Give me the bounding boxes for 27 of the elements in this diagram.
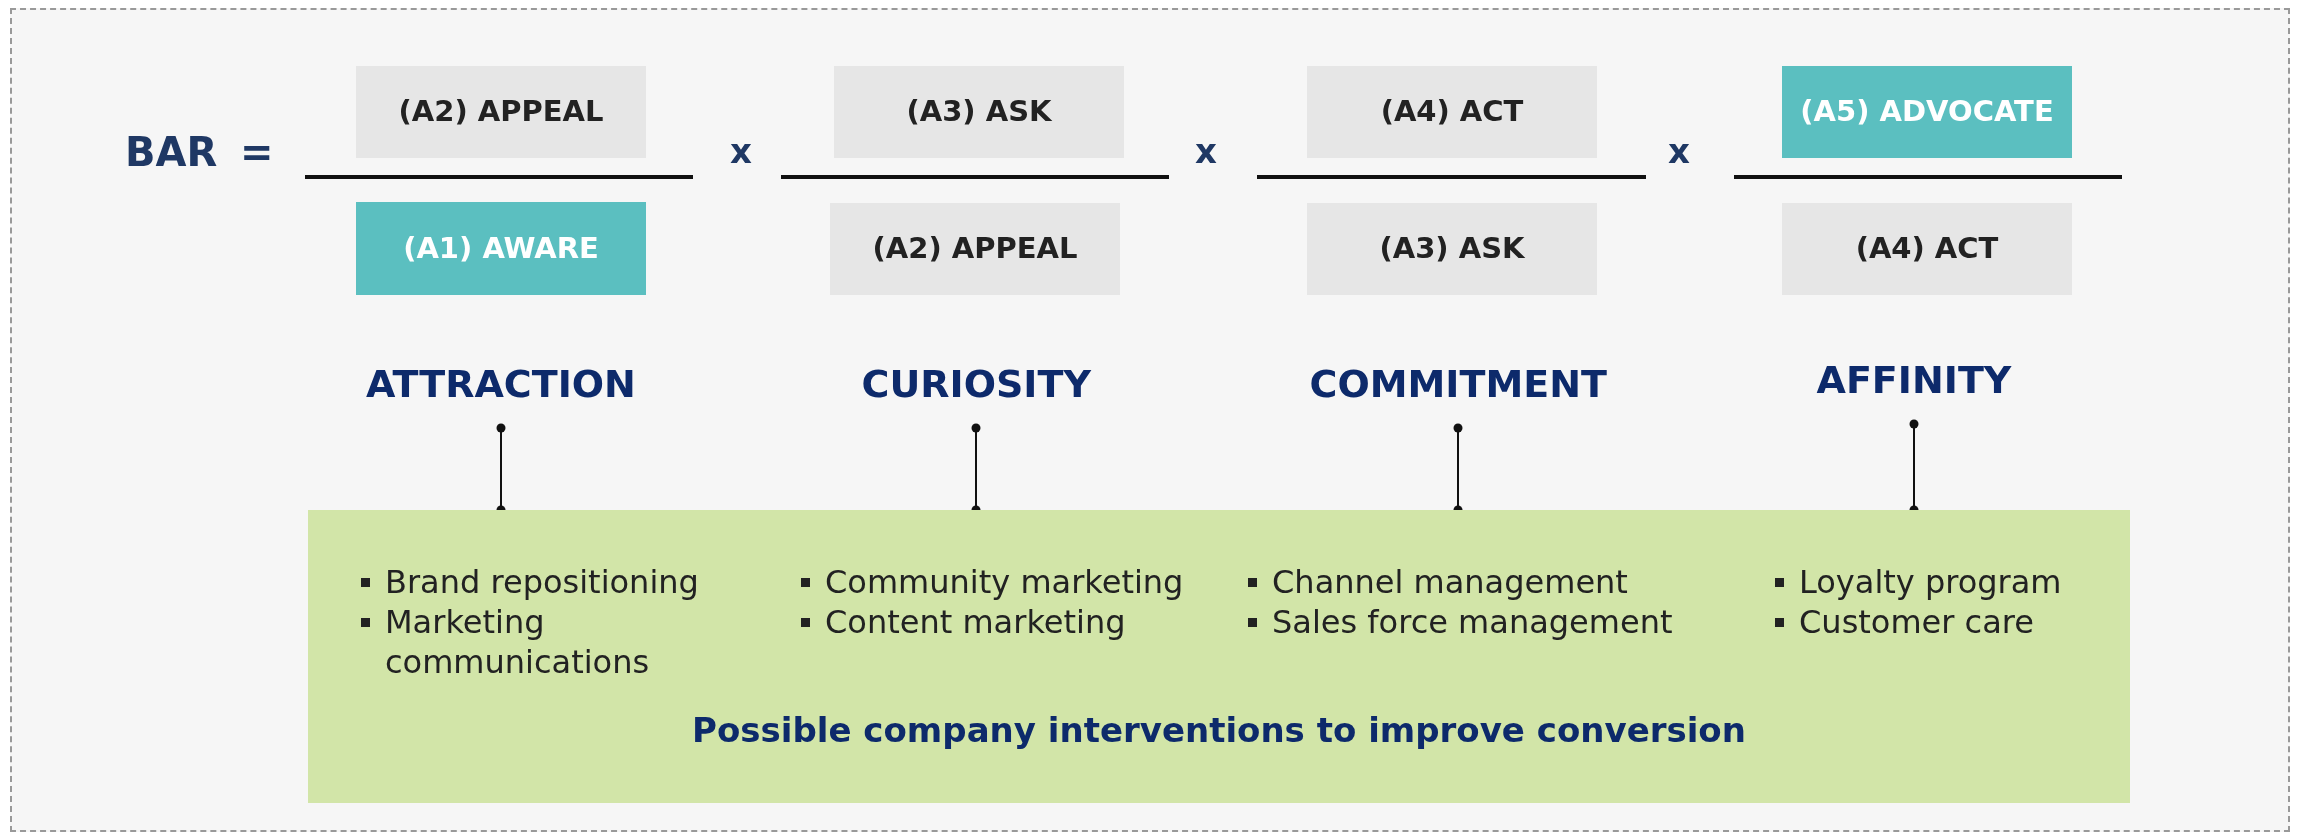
- panel-heading: Possible company interventions to improve conversion: [691, 710, 1747, 750]
- stage-title: CURIOSITY: [861, 362, 1091, 406]
- stage-title: COMMITMENT: [1309, 362, 1607, 406]
- ratio-box: (A4) ACT: [1307, 66, 1597, 158]
- bullet-item: Channel management: [1272, 562, 1629, 602]
- multiply-sign: x: [1195, 131, 1217, 171]
- ratio-box: (A3) ASK: [834, 66, 1124, 158]
- bullet-item: Customer care: [1799, 602, 2035, 642]
- ratio-box: (A4) ACT: [1782, 203, 2072, 295]
- formula-name: BAR: [125, 129, 218, 175]
- bullet-item: Content marketing: [825, 602, 1127, 642]
- stage-title: ATTRACTION: [366, 362, 636, 406]
- ratio-box: (A3) ASK: [1307, 203, 1597, 295]
- multiply-sign: x: [730, 131, 752, 171]
- ratio-box: (A1) AWARE: [356, 202, 646, 295]
- bullet-item: Brand repositioning: [385, 562, 700, 602]
- stage-title: AFFINITY: [1816, 358, 2012, 402]
- bullet-item: Loyalty program: [1799, 562, 2063, 602]
- bullet-item: Sales force management: [1272, 602, 1674, 642]
- ratio-box: (A2) APPEAL: [830, 203, 1120, 295]
- bullet-item: Community marketing: [825, 562, 1185, 602]
- ratio-box: (A2) APPEAL: [356, 66, 646, 158]
- multiply-sign: x: [1668, 131, 1690, 171]
- bullet-item: Marketing communications: [385, 602, 651, 682]
- ratio-box: (A5) ADVOCATE: [1782, 66, 2072, 158]
- interventions-panel: [308, 510, 2130, 803]
- equals-sign: =: [240, 129, 274, 175]
